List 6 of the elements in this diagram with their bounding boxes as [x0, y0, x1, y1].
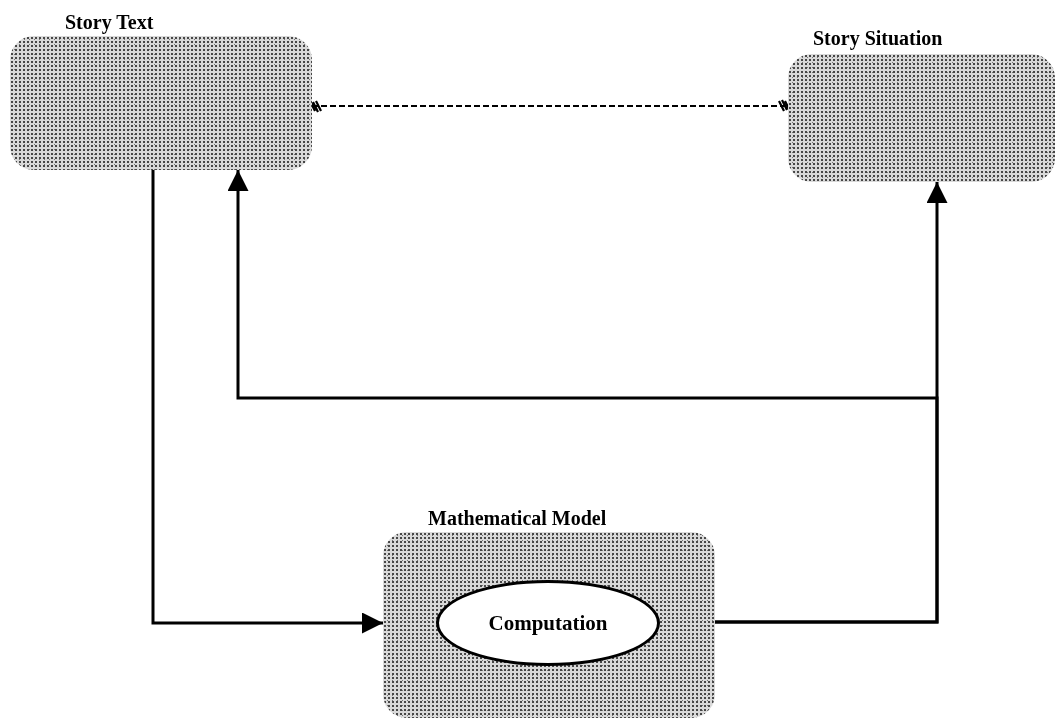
- arrow: [227, 170, 939, 624]
- box-heading: Story Text: [65, 10, 154, 34]
- box-heading: Mathematical Model: [428, 506, 607, 530]
- arrow: [151, 170, 383, 634]
- ellipse-label: Computation: [488, 610, 608, 636]
- box-heading: Story Situation: [813, 26, 943, 50]
